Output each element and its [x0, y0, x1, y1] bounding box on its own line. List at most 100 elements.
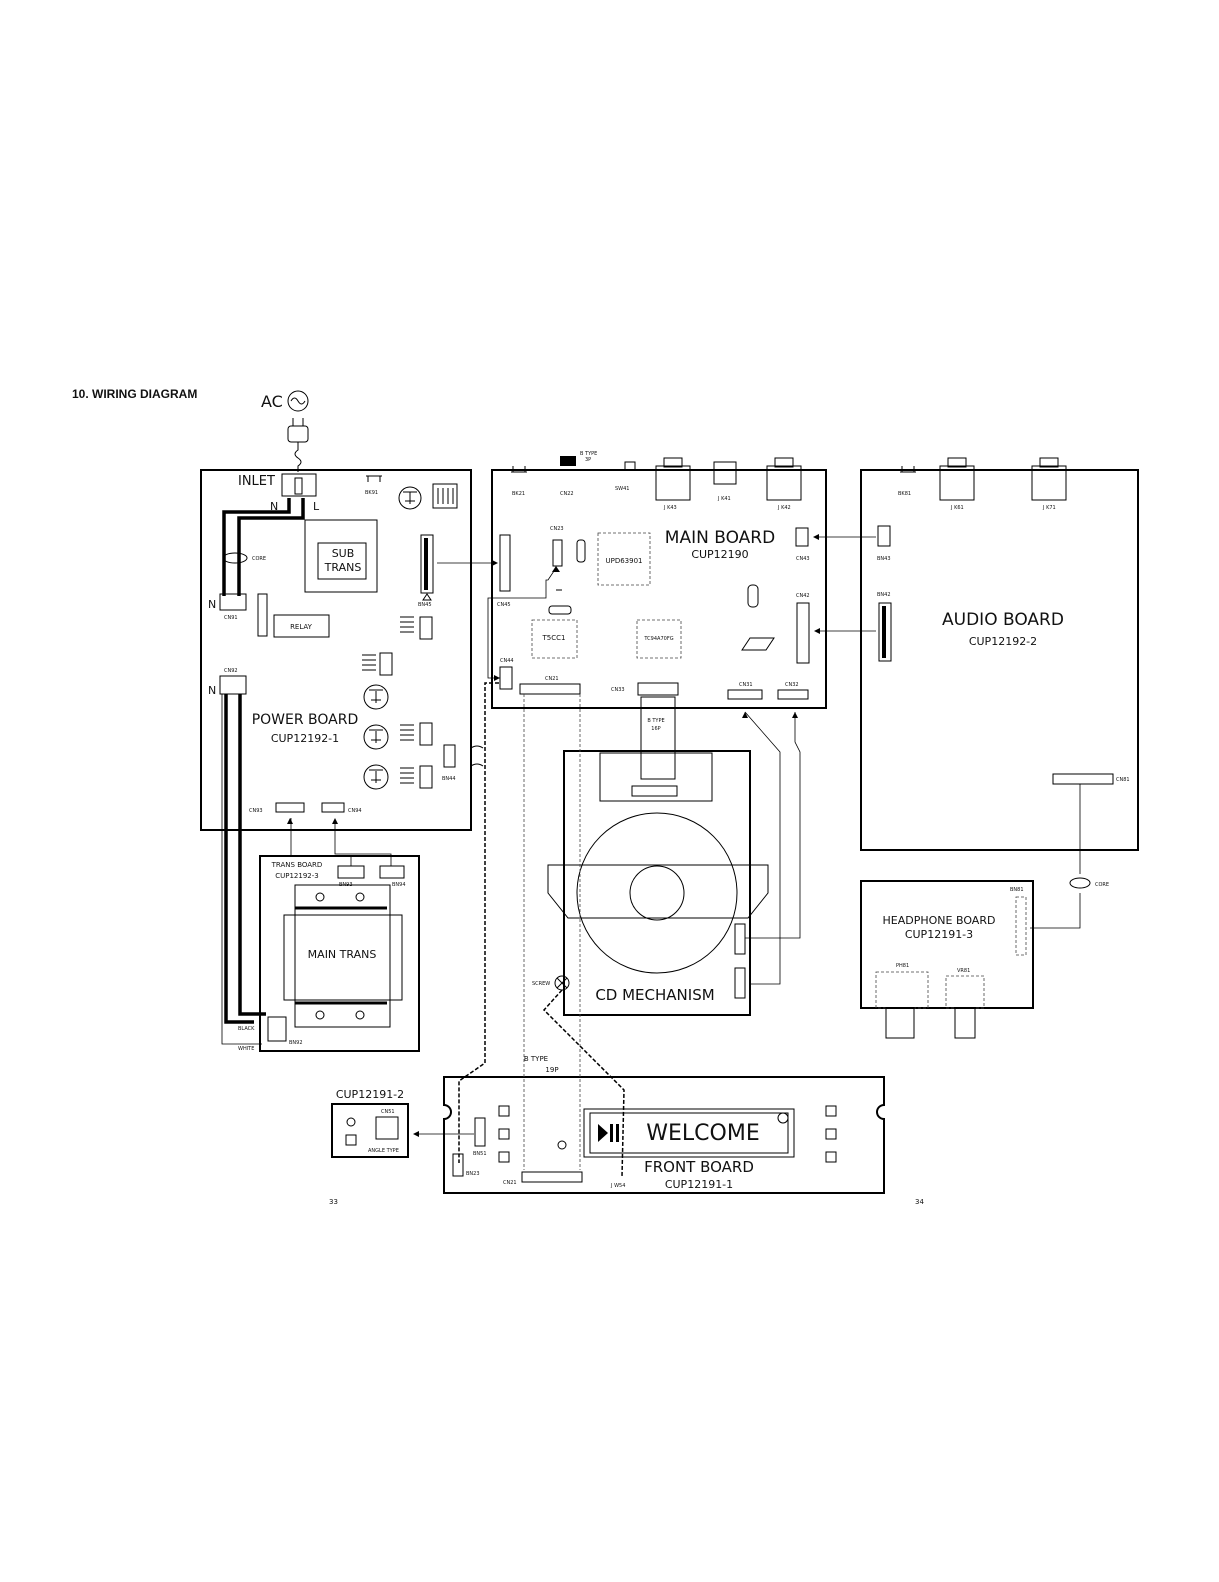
front-board-part: CUP12191-1 — [665, 1178, 733, 1191]
bn81-label: BN81 — [1010, 887, 1024, 893]
power-board-name: POWER BOARD — [252, 712, 359, 728]
cn91-connector — [219, 593, 247, 611]
sub-trans — [304, 519, 378, 593]
bn44-connector — [443, 744, 456, 768]
bn81-connector — [1015, 896, 1027, 956]
upd63901-label: UPD63901 — [605, 557, 642, 565]
display-text: WELCOME — [646, 1121, 759, 1146]
cn43-connector — [795, 527, 809, 547]
cd-mechanism: CD MECHANISM SCREW — [532, 750, 769, 1016]
angle-type-label: ANGLE TYPE — [368, 1148, 399, 1154]
bn92-connector — [267, 1016, 287, 1042]
cn33-connector — [637, 682, 679, 696]
relay-label: RELAY — [290, 623, 313, 631]
sw41-label: SW41 — [615, 486, 629, 492]
cn21-connector — [519, 683, 581, 695]
bk91-label: BK91 — [365, 490, 378, 496]
wire-black-label: BLACK — [238, 1026, 255, 1032]
ph81-label: PH81 — [896, 963, 909, 969]
jk42-label: J K42 — [777, 505, 791, 511]
btype-19p-line1: B TYPE — [524, 1055, 548, 1063]
bn23-connector — [452, 1153, 464, 1177]
page-title: 10. WIRING DIAGRAM — [72, 387, 197, 401]
bn92-label: BN92 — [289, 1040, 303, 1046]
cn81-label: CN81 — [1116, 777, 1130, 783]
inlet-l-label: L — [313, 500, 320, 513]
bn51-label: BN51 — [473, 1151, 487, 1157]
bn42-connector — [878, 602, 892, 662]
cn94-connector — [321, 802, 345, 813]
bn43-label: BN43 — [877, 556, 891, 562]
vfd-display — [583, 1108, 795, 1158]
cd-mechanism-label: CD MECHANISM — [595, 986, 714, 1004]
knob-icon — [346, 1117, 356, 1127]
trans-board-name: TRANS BOARD — [271, 861, 323, 869]
audio-board-part: CUP12192-2 — [969, 635, 1037, 648]
cn91-label: CN91 — [224, 615, 238, 621]
cn23-label: CN23 — [550, 526, 564, 532]
bn43-connector — [877, 525, 891, 547]
cn91-n-label: N — [208, 598, 216, 611]
coil-icon — [400, 616, 414, 633]
jk41-jack — [713, 461, 737, 485]
bn94-label: BN94 — [392, 882, 406, 888]
bn51-connector — [474, 1117, 486, 1147]
tact-switch-icon — [498, 1105, 510, 1117]
core-label-2: CORE — [1095, 882, 1109, 888]
front-cn21-label: CN21 — [503, 1180, 517, 1186]
page-number-right: 34 — [915, 1198, 924, 1206]
cn21-label: CN21 — [545, 676, 559, 682]
upd63901-chip — [597, 532, 651, 586]
bk21-label: BK21 — [512, 491, 525, 497]
jk41-label: J K41 — [717, 496, 731, 502]
vr81-knob — [945, 975, 985, 1009]
cn33-label: CN33 — [611, 687, 625, 693]
cn32-label: CN32 — [785, 682, 799, 688]
cn44-connector — [499, 666, 513, 690]
power-wire-n — [222, 498, 291, 596]
power-board: INLET N L BK91 SUB TRANS BN45 CORE N CN9… — [200, 469, 472, 831]
inlet-n-label: N — [270, 500, 278, 513]
headphone-board: HEADPHONE BOARD CUP12191-3 BN81 PH81 VR8… — [860, 880, 1034, 1039]
tc94a70fg-label: TC94A70FG — [643, 636, 673, 642]
ac-label: AC — [261, 392, 283, 411]
cn45-label: CN45 — [497, 602, 511, 608]
cn93-connector — [275, 802, 305, 813]
cn31-label: CN31 — [739, 682, 753, 688]
cn94-label: CN94 — [348, 808, 362, 814]
bn45-connector — [420, 534, 434, 594]
btype-top-line2: 3P — [585, 457, 591, 463]
tc94a70fg-chip — [636, 619, 682, 659]
bk81-label: BK81 — [898, 491, 911, 497]
heatsink-icon — [432, 483, 458, 509]
fuse-icon — [257, 593, 268, 637]
btype-top-line1: B TYPE — [580, 451, 597, 457]
headphone-board-part: CUP12191-3 — [905, 928, 973, 941]
front-board-name: FRONT BOARD — [644, 1158, 754, 1176]
inlet-label: INLET — [238, 474, 275, 489]
headphone-board-name: HEADPHONE BOARD — [883, 914, 996, 927]
jk71-jack — [1031, 465, 1067, 501]
cn22-label: CN22 — [560, 491, 574, 497]
jk43-jack — [655, 465, 691, 501]
core-ferrite-icon — [222, 552, 248, 564]
cn51-label: CN51 — [381, 1109, 395, 1115]
trans-board-part: CUP12192-3 — [275, 872, 318, 880]
audio-board-name: AUDIO BOARD — [942, 610, 1064, 630]
cn92-label: CN92 — [224, 668, 238, 674]
main-board-name: MAIN BOARD — [665, 528, 775, 548]
btype-16p-line2: 16P — [651, 726, 660, 732]
cn43-label: CN43 — [796, 556, 810, 562]
bn44-label: BN44 — [442, 776, 456, 782]
core-label: CORE — [252, 556, 266, 562]
cn93-label: CN93 — [249, 808, 263, 814]
page-number-left: 33 — [329, 1198, 338, 1206]
cn31-connector — [727, 689, 763, 700]
cn32-connector — [777, 689, 809, 700]
cn51-connector — [375, 1116, 399, 1140]
inlet-connector — [281, 473, 317, 497]
front-board: B TYPE 19P WELCOME FRONT BOARD CUP12191-… — [443, 1055, 885, 1194]
sub-trans-line2: TRANS — [324, 561, 362, 574]
sub-trans-line1: SUB — [332, 547, 355, 560]
